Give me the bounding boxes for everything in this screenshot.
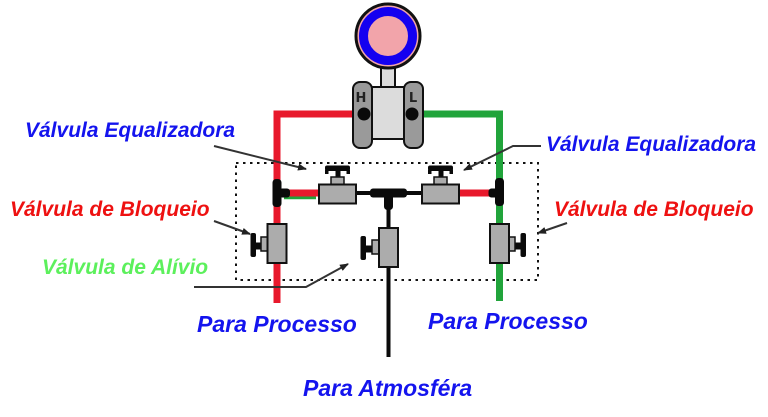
equalizer-valve-left-handle xyxy=(325,165,350,171)
block-valve-left-handle xyxy=(250,233,256,257)
relief-valve-handle xyxy=(360,236,366,260)
equalizer-valve-right-handle-cap xyxy=(428,170,432,174)
leader-block-right xyxy=(537,222,568,234)
tee-left-nub xyxy=(279,188,290,198)
equalizer-valve-right-body xyxy=(421,183,460,205)
low-port xyxy=(405,107,419,121)
leader-block-left xyxy=(213,220,251,235)
block-valve-right-handle xyxy=(520,233,526,257)
equalizer-valve-left xyxy=(318,165,357,205)
leader-equalizer-left xyxy=(213,145,307,171)
leader-relief xyxy=(194,263,349,288)
equalizer-valve-left-stem xyxy=(335,169,341,179)
label-atmosphere: Para Atmosféra xyxy=(303,375,472,401)
tee-left xyxy=(272,179,290,207)
label-block-valve-right: Válvula de Bloqueio xyxy=(554,198,754,221)
equalizer-valve-right-stem xyxy=(438,169,444,179)
label-process-left: Para Processo xyxy=(197,311,357,337)
manifold-boundary-box xyxy=(235,162,539,281)
relief-valve-stem xyxy=(365,245,373,253)
tee-center xyxy=(370,188,407,210)
block-valve-right xyxy=(489,223,526,264)
label-equalizer-valve-right: Válvula Equalizadora xyxy=(546,133,756,156)
tee-right-nub xyxy=(488,188,500,198)
label-process-right: Para Processo xyxy=(428,308,588,334)
relief-valve-body xyxy=(378,227,399,268)
relief-valve xyxy=(360,227,399,268)
equalizer-valve-right-handle xyxy=(428,165,453,171)
equalizer-valve-right-handle-cap xyxy=(449,170,453,174)
impulse-line-low xyxy=(412,110,503,301)
block-valve-left-stem xyxy=(255,242,263,250)
gauge-bezel-ring xyxy=(359,7,417,65)
block-valve-left-body xyxy=(266,223,288,264)
tee-right xyxy=(488,178,504,206)
label-relief-valve: Válvula de Alívio xyxy=(42,256,208,279)
block-valve-right-body xyxy=(489,223,510,264)
tee-center-nub xyxy=(384,192,393,210)
high-port-label: H xyxy=(356,91,367,106)
equalizer-valve-left-handle-cap xyxy=(346,170,350,174)
transmitter-neck xyxy=(380,66,396,89)
equalizer-valve-right xyxy=(421,165,460,205)
low-port-label: L xyxy=(409,91,417,106)
high-port xyxy=(357,107,371,121)
equalizer-valve-left-body xyxy=(318,183,357,205)
pressure-transmitter: H L xyxy=(352,2,424,149)
label-equalizer-valve-left: Válvula Equalizadora xyxy=(25,119,235,142)
block-valve-right-stem xyxy=(513,242,521,250)
tee-left-bar xyxy=(272,179,282,207)
equalizer-valve-left-handle-cap xyxy=(325,170,329,174)
leader-equalizer-right xyxy=(463,145,541,171)
transmitter-body xyxy=(371,86,405,140)
label-block-valve-left: Válvula de Bloqueio xyxy=(10,198,210,221)
block-valve-left xyxy=(250,223,288,264)
impulse-line-high xyxy=(273,110,364,303)
